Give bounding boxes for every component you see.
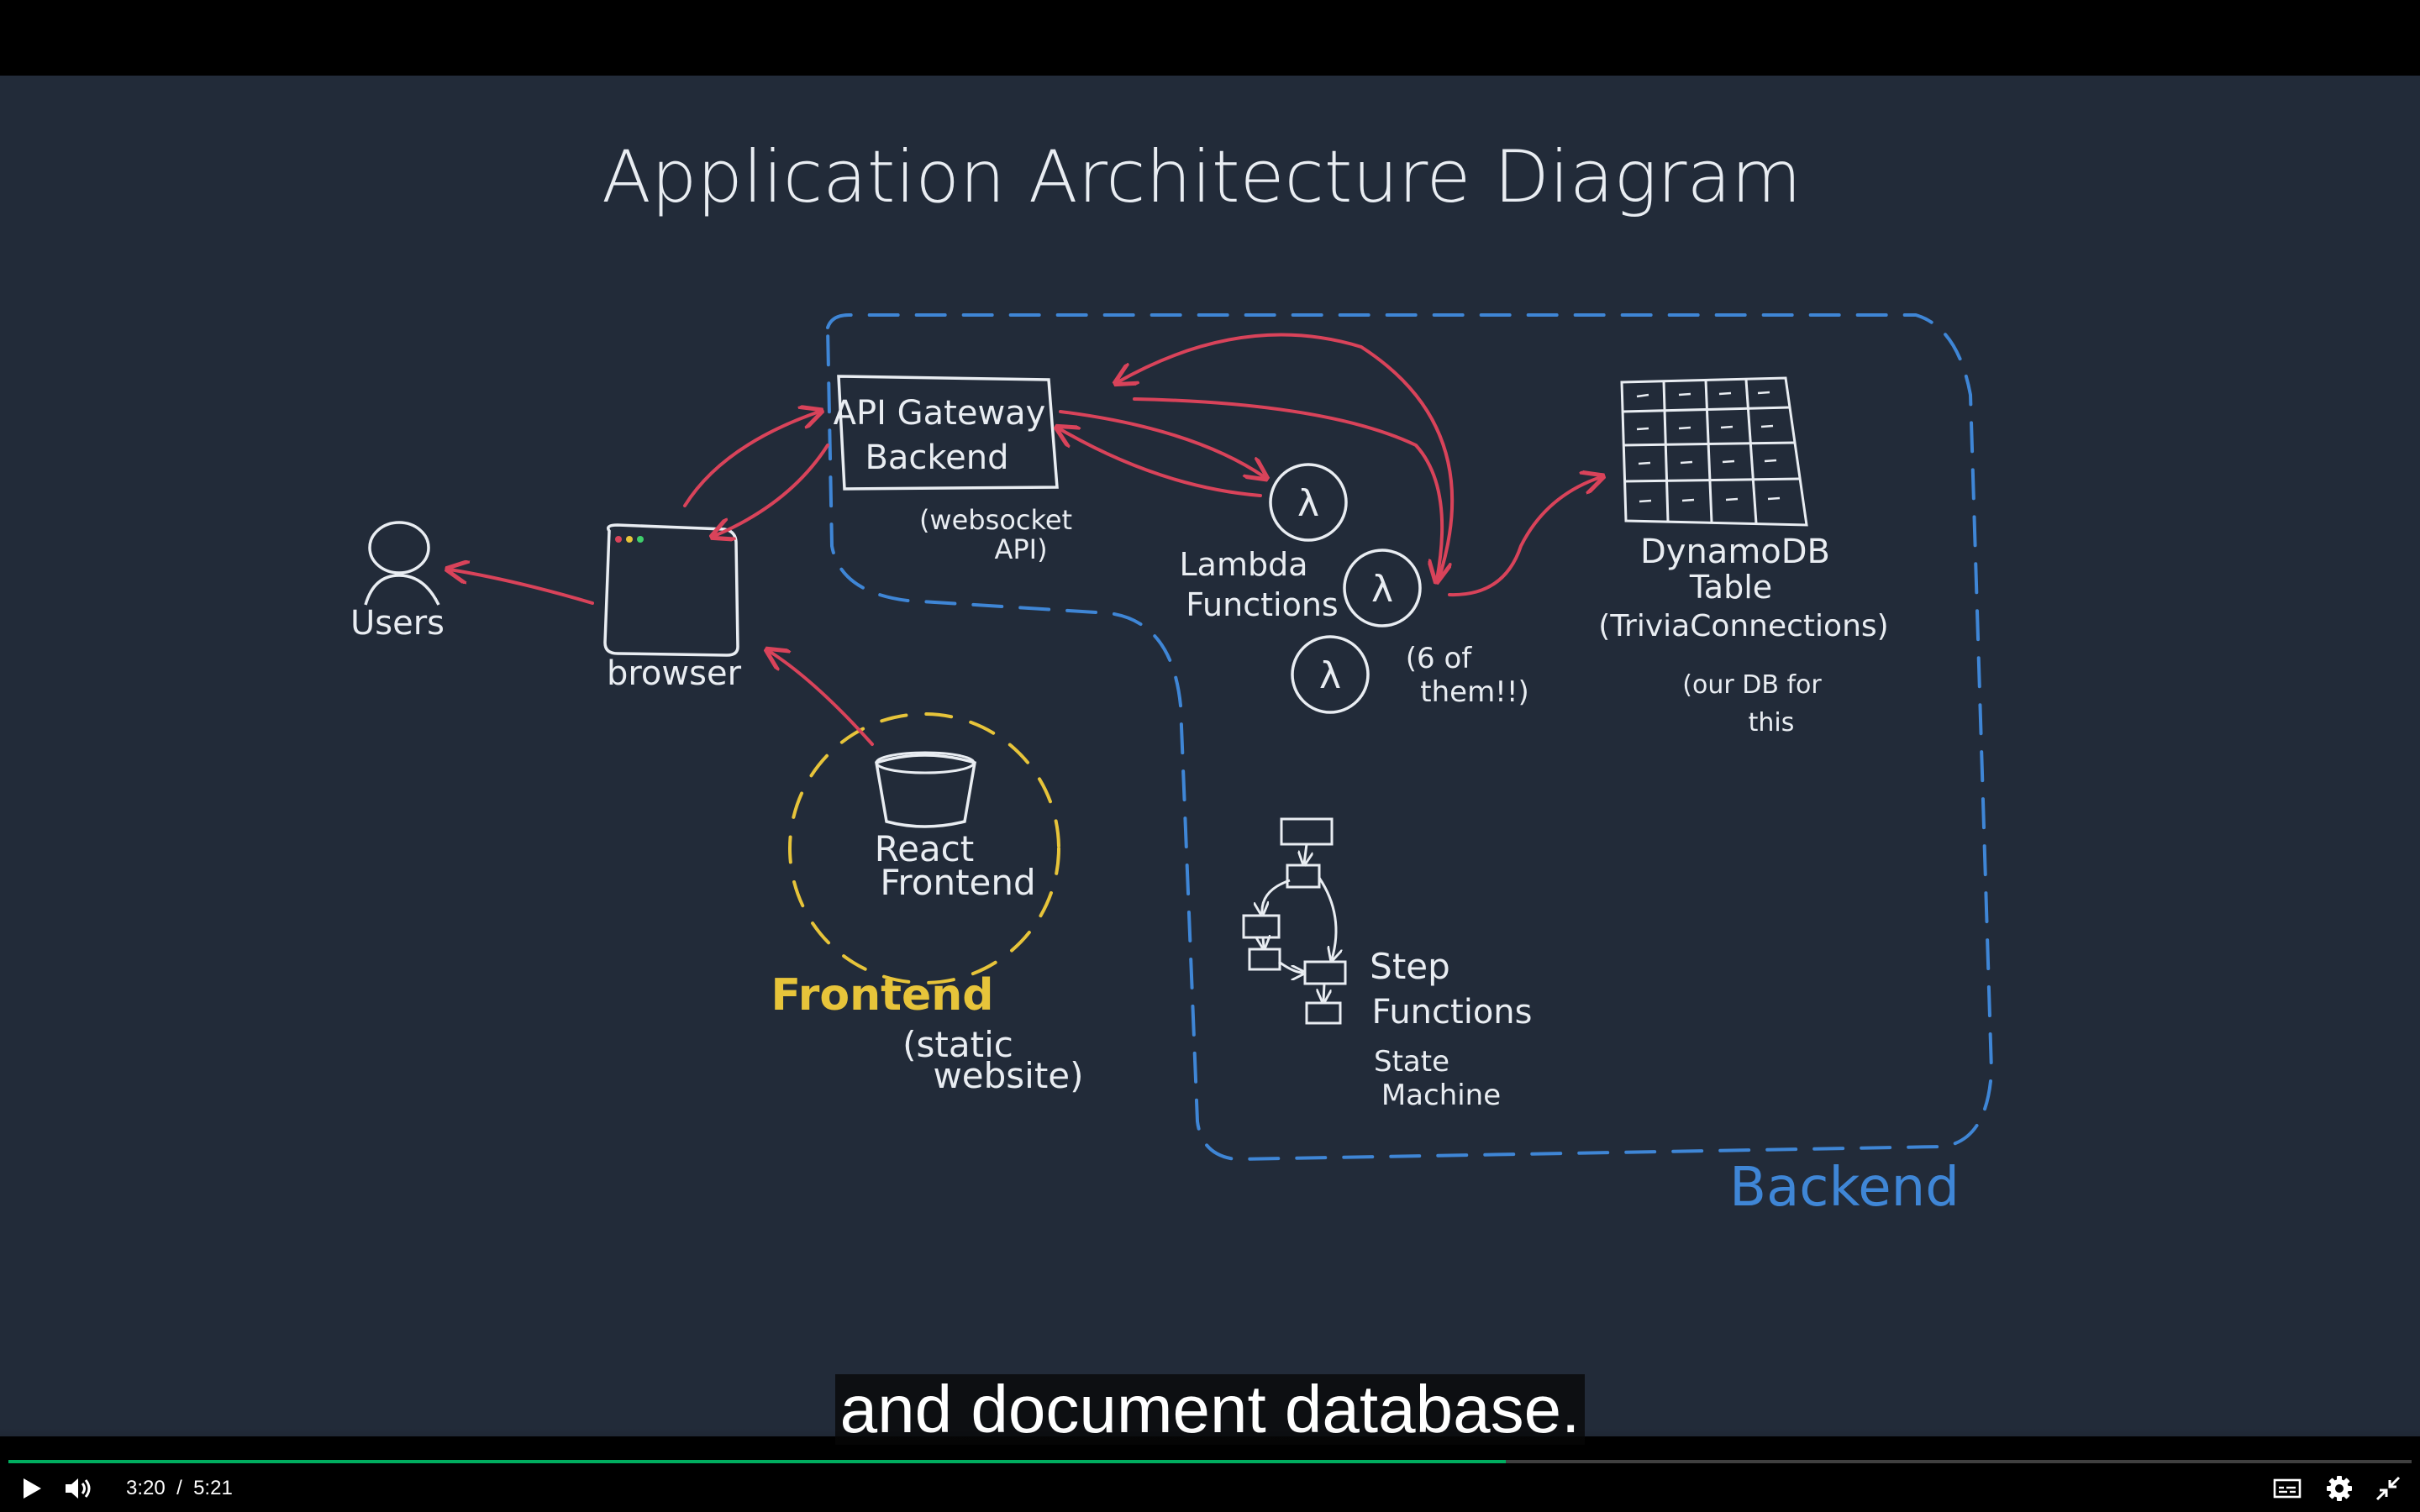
progress-bar[interactable] bbox=[8, 1460, 2412, 1463]
lambda-circle-3 bbox=[1291, 635, 1370, 714]
play-icon bbox=[24, 1478, 41, 1499]
lambda-label-line2: Functions bbox=[1186, 586, 1338, 623]
react-bucket-rim bbox=[875, 751, 976, 774]
duration: 5:21 bbox=[193, 1477, 233, 1499]
settings-button[interactable] bbox=[2323, 1472, 2356, 1505]
frontend-note-line1: (static bbox=[902, 1024, 1013, 1065]
react-label-line1: React bbox=[875, 828, 974, 869]
frontend-boundary bbox=[788, 712, 1060, 984]
dynamodb-note-line1: (our DB for bbox=[1682, 670, 1822, 700]
react-label-line2: Frontend bbox=[880, 862, 1035, 903]
architecture-diagram: Application Architecture Diagram Backend… bbox=[350, 135, 1994, 1219]
state-machine-icon bbox=[1242, 817, 1347, 1025]
frontend-label: Frontend bbox=[771, 970, 994, 1021]
player-controls: 3:20 / 5:21 bbox=[0, 1428, 2420, 1512]
diagram-title: Application Architecture Diagram bbox=[602, 135, 1802, 219]
arrow-api-to-lambda-long bbox=[1133, 397, 1442, 580]
dynamodb-table-icon bbox=[1620, 376, 1808, 527]
lambda-count-note-line2: them!!) bbox=[1420, 675, 1528, 709]
browser-label: browser bbox=[607, 654, 742, 693]
lambda-circle-2 bbox=[1343, 549, 1422, 627]
arrow-lambda-to-dynamodb bbox=[1448, 477, 1601, 597]
captions-icon bbox=[2273, 1478, 2302, 1499]
video-frame[interactable]: Application Architecture Diagram Backend… bbox=[0, 76, 2420, 1436]
fullscreen-button[interactable] bbox=[2371, 1472, 2405, 1505]
dynamodb-note-line2: this bbox=[1749, 708, 1795, 738]
dynamodb-label-line3: (TriviaConnections) bbox=[1598, 609, 1888, 643]
arrow-api-to-browser bbox=[714, 444, 829, 536]
arrow-browser-to-api bbox=[683, 412, 819, 507]
lambda-count-note-line1: (6 of bbox=[1406, 642, 1473, 675]
gear-icon bbox=[2327, 1476, 2352, 1501]
websocket-note-line1: (websocket bbox=[919, 504, 1072, 536]
lambda-circle-1 bbox=[1269, 463, 1348, 542]
browser-icon bbox=[603, 523, 739, 657]
state-label-line1: State bbox=[1374, 1045, 1449, 1079]
dynamodb-label-line2: Table bbox=[1689, 569, 1772, 606]
time-separator: / bbox=[176, 1477, 182, 1499]
time-display: 3:20 / 5:21 bbox=[126, 1475, 233, 1502]
current-time: 3:20 bbox=[126, 1477, 166, 1499]
step-label-line2: Functions bbox=[1372, 993, 1533, 1032]
backend-label: Backend bbox=[1729, 1157, 1960, 1219]
api-gateway-label-line2: Backend bbox=[865, 438, 1008, 477]
captions-button[interactable] bbox=[2270, 1472, 2304, 1505]
react-bucket-icon bbox=[875, 753, 976, 828]
flow-arrows bbox=[450, 333, 1601, 746]
arrow-frontend-to-browser bbox=[769, 651, 874, 746]
exit-fullscreen-icon bbox=[2375, 1476, 2401, 1501]
dynamodb-label-line1: DynamoDB bbox=[1640, 533, 1830, 571]
arrow-browser-to-users bbox=[450, 570, 594, 605]
backend-boundary bbox=[825, 313, 1994, 1162]
play-button[interactable] bbox=[15, 1472, 49, 1505]
progress-fill bbox=[8, 1460, 1506, 1463]
arrow-lambda-to-api bbox=[1059, 428, 1262, 497]
arrow-api-to-lambda bbox=[1059, 410, 1265, 477]
lambda-symbol-3: λ bbox=[1319, 654, 1341, 697]
api-gateway-label-line1: API Gateway bbox=[834, 394, 1046, 433]
websocket-note-line2: API) bbox=[994, 533, 1047, 565]
users-label: Users bbox=[350, 604, 445, 643]
frontend-note-line2: website) bbox=[933, 1055, 1083, 1096]
step-label-line1: Step bbox=[1370, 946, 1450, 987]
volume-button[interactable] bbox=[62, 1472, 96, 1505]
lambda-symbol-1: λ bbox=[1297, 482, 1319, 525]
lambda-symbol-2: λ bbox=[1371, 568, 1393, 611]
api-gateway-box bbox=[837, 375, 1059, 491]
state-label-line2: Machine bbox=[1381, 1079, 1501, 1112]
lambda-label-line1: Lambda bbox=[1179, 546, 1307, 583]
arrow-lambda-to-api-long bbox=[1118, 333, 1455, 581]
volume-icon bbox=[66, 1478, 91, 1499]
users-icon bbox=[364, 521, 440, 606]
dynamodb-cell-marks bbox=[1636, 391, 1781, 503]
